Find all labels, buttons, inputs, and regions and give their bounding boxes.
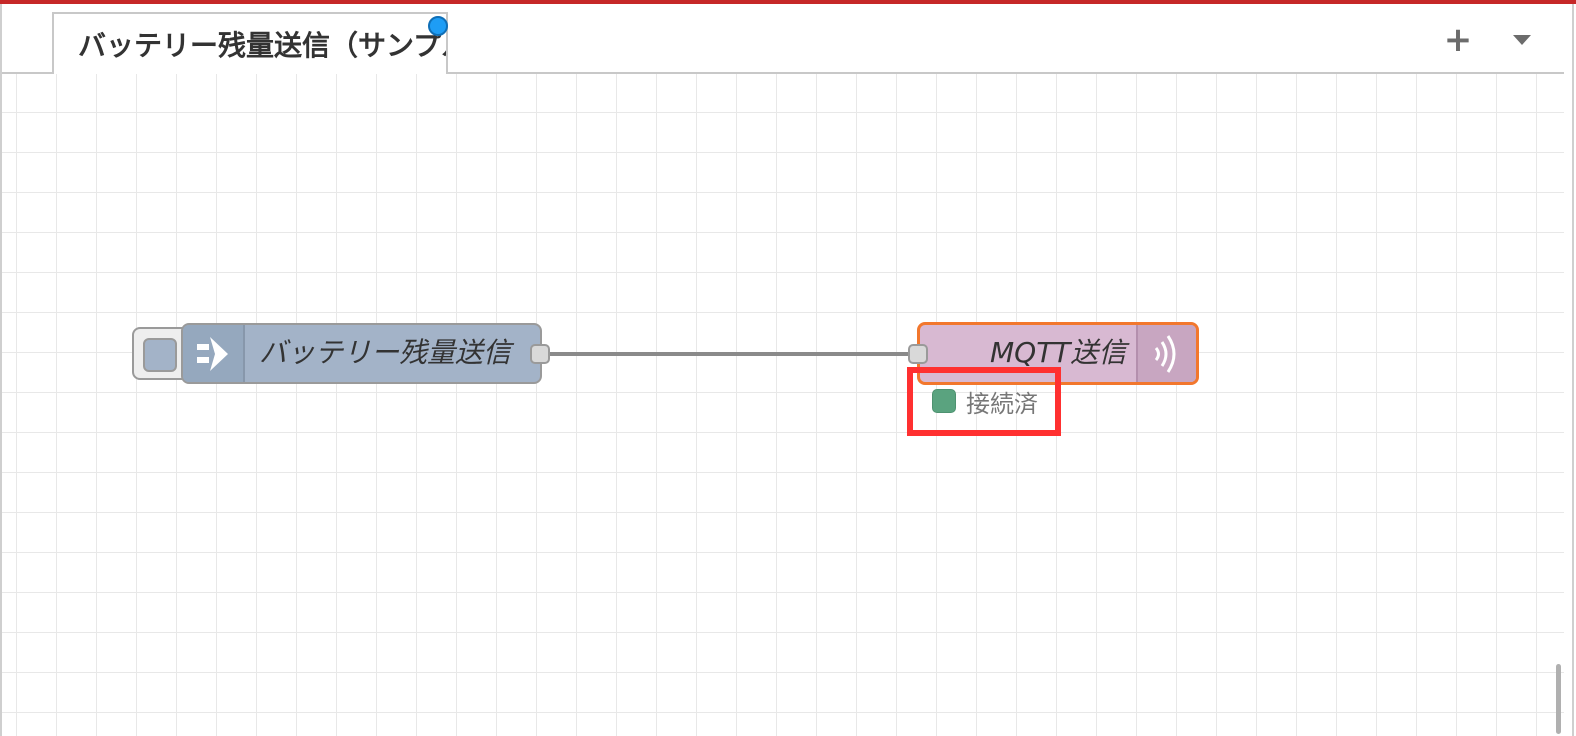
mqtt-input-port[interactable] [908,344,928,364]
workspace-frame [0,4,1574,736]
top-accent-bar [0,0,1576,4]
workspace-tab-bar: バッテリー残量送信（サンプル） + [2,4,1564,76]
mqtt-node-label: MQTT送信 [990,336,1127,369]
tab-list-menu-button[interactable] [1502,20,1542,60]
broadcast-icon [1154,335,1176,373]
inject-node-icon-box [183,325,245,382]
mqtt-node-status: 接続済 [932,384,1038,418]
tab-changed-indicator [428,16,448,36]
inject-output-port[interactable] [530,344,550,364]
status-text: 接続済 [966,389,1038,418]
flow-canvas[interactable] [2,74,1564,736]
inject-node-label: バッテリー残量送信 [259,336,512,369]
status-highlight-annotation [907,367,1061,436]
add-tab-button[interactable]: + [1438,20,1478,60]
flow-tab[interactable]: バッテリー残量送信（サンプル） [52,12,448,76]
inject-trigger-icon [143,338,177,372]
flow-tab-label: バッテリー残量送信（サンプル） [78,29,446,62]
caret-down-icon [1513,35,1531,45]
mqtt-node-icon-box [1136,325,1196,382]
vertical-scrollbar[interactable] [1556,664,1561,734]
inject-node[interactable]: バッテリー残量送信 [181,323,542,384]
arrow-in-icon [197,337,228,371]
status-dot-icon [932,389,956,413]
plus-icon: + [1443,20,1473,60]
node-wire[interactable] [548,352,912,356]
